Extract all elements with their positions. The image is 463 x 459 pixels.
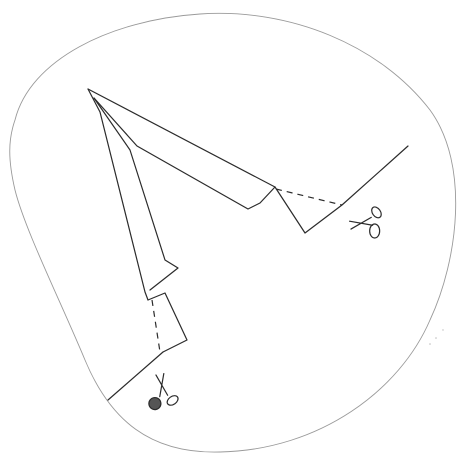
arm-outer-edge [88, 89, 148, 300]
strip-inner-fold [94, 98, 275, 209]
arm-bottom-tail [108, 352, 163, 400]
scissors-icon [348, 204, 387, 242]
strip-top-edge [88, 89, 275, 187]
stray-marks [429, 329, 443, 345]
arm-lower-fold [148, 293, 187, 352]
folded-paper-strip [88, 89, 408, 400]
strip-step [275, 146, 408, 233]
cut-line-right [276, 189, 342, 205]
cut-line-left [152, 300, 160, 352]
cut-lines [152, 189, 342, 352]
scissors-icon [144, 372, 181, 411]
outer-blob-outline [10, 13, 456, 452]
arm-inner-edge [94, 98, 178, 290]
